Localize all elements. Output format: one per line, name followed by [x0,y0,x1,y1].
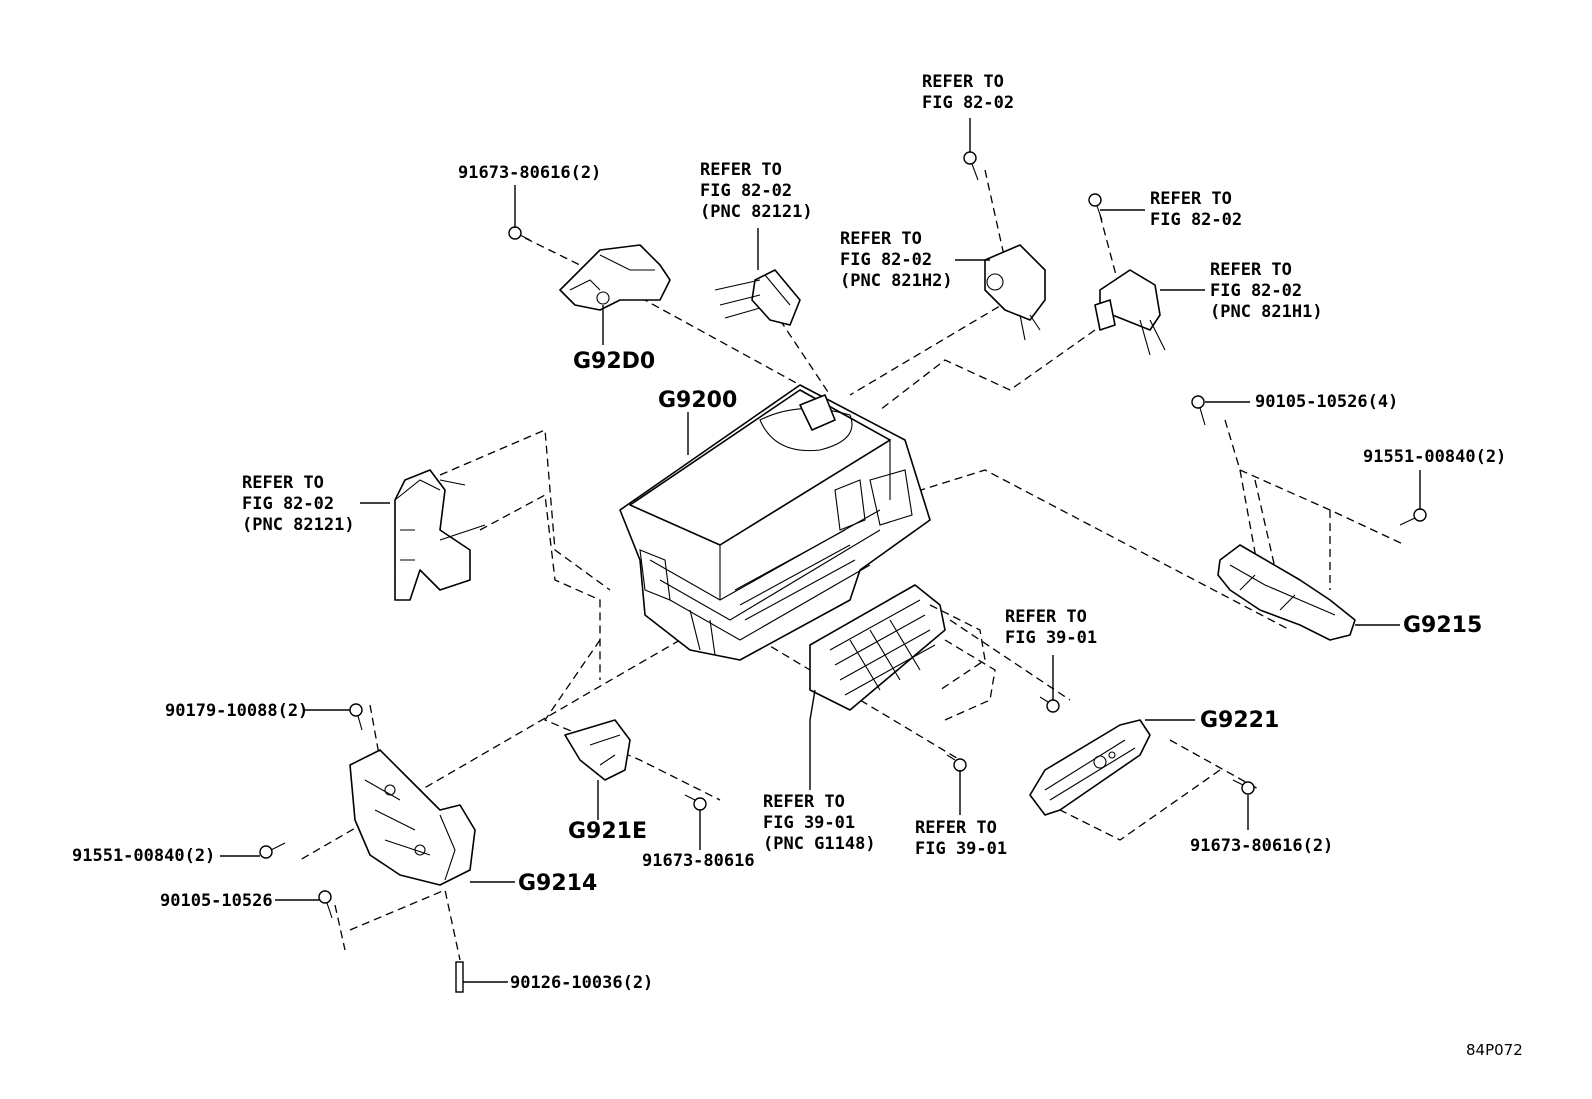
callout-g9221[interactable]: G9221 [1200,708,1279,733]
bolt-fig39-upper-icon[interactable] [1039,696,1060,713]
callout-90126-10036-2[interactable]: 90126-10036(2) [510,973,653,993]
callout-91673-80616-2-top[interactable]: 91673-80616(2) [458,163,601,183]
bolt-91673-80616-right-icon[interactable] [1232,779,1255,795]
callout-g921e[interactable]: G921E [568,819,647,844]
callout-91551-00840-2-left[interactable]: 91551-00840(2) [72,846,215,866]
callout-refer-821h1[interactable]: REFER TO FIG 82-02 (PNC 821H1) [1210,260,1323,322]
stud-90126-10036-icon[interactable] [455,961,464,993]
bolt-refer-top-icon[interactable] [963,151,979,181]
callout-refer-fig39-upper[interactable]: REFER TO FIG 39-01 [1005,607,1097,648]
callout-refer-fig39-lower[interactable]: REFER TO FIG 39-01 [915,818,1007,859]
callout-90179-10088-2[interactable]: 90179-10088(2) [165,701,308,721]
diagram-id: 84P072 [1466,1041,1523,1059]
bolt-90105-10526-4-icon[interactable] [1191,395,1206,426]
bracket-g921e[interactable] [564,719,631,781]
bolt-91551-00840-right-icon[interactable] [1399,508,1427,526]
leader-lines [220,118,1421,983]
callout-g92d0[interactable]: G92D0 [573,349,655,374]
callout-90105-10526[interactable]: 90105-10526 [160,891,273,911]
bracket-g92d0[interactable] [559,244,671,311]
callout-refer-821h2[interactable]: REFER TO FIG 82-02 (PNC 821H2) [840,229,953,291]
callout-90105-10526-4[interactable]: 90105-10526(4) [1255,392,1398,412]
callout-refer-top[interactable]: REFER TO FIG 82-02 [922,72,1014,113]
control-board-g1148[interactable] [809,584,996,735]
callout-g9200[interactable]: G9200 [658,388,737,413]
callout-g9214[interactable]: G9214 [518,871,597,896]
bolt-90105-10526-icon[interactable] [318,890,333,919]
callout-refer-g1148[interactable]: REFER TO FIG 39-01 (PNC G1148) [763,792,876,854]
nut-90179-10088-icon[interactable] [349,703,363,731]
callout-labels: 91673-80616(2) REFER TO FIG 82-02 (PNC 8… [72,72,1523,1059]
cover-g9221[interactable] [1029,719,1151,816]
bolt-refer-right-icon[interactable] [1088,193,1103,221]
connector-pnc-82121-top[interactable] [714,269,801,326]
bolt-91551-00840-left-icon[interactable] [259,842,286,859]
callout-g9215[interactable]: G9215 [1403,613,1482,638]
inverter-assembly-g9200[interactable] [619,384,931,661]
connector-pnc-82121-left[interactable] [394,469,486,601]
bolt-91673-80616-center-icon[interactable] [684,794,707,811]
bracket-g9214[interactable] [349,749,476,886]
callout-91551-00840-2-right[interactable]: 91551-00840(2) [1363,447,1506,467]
callout-refer-right-top[interactable]: REFER TO FIG 82-02 [1150,189,1242,230]
cover-g9215[interactable] [1217,544,1356,641]
bolt-91673-80616-top-icon[interactable] [508,226,531,241]
callout-refer-82121-top[interactable]: REFER TO FIG 82-02 (PNC 82121) [700,160,813,222]
sensor-pnc-821h1[interactable] [1094,269,1166,356]
callout-refer-82121-left[interactable]: REFER TO FIG 82-02 (PNC 82121) [242,473,355,535]
sensor-pnc-821h2[interactable] [984,244,1046,341]
callout-91673-80616-center[interactable]: 91673-80616 [642,851,755,871]
callout-91673-80616-2-right[interactable]: 91673-80616(2) [1190,836,1333,856]
